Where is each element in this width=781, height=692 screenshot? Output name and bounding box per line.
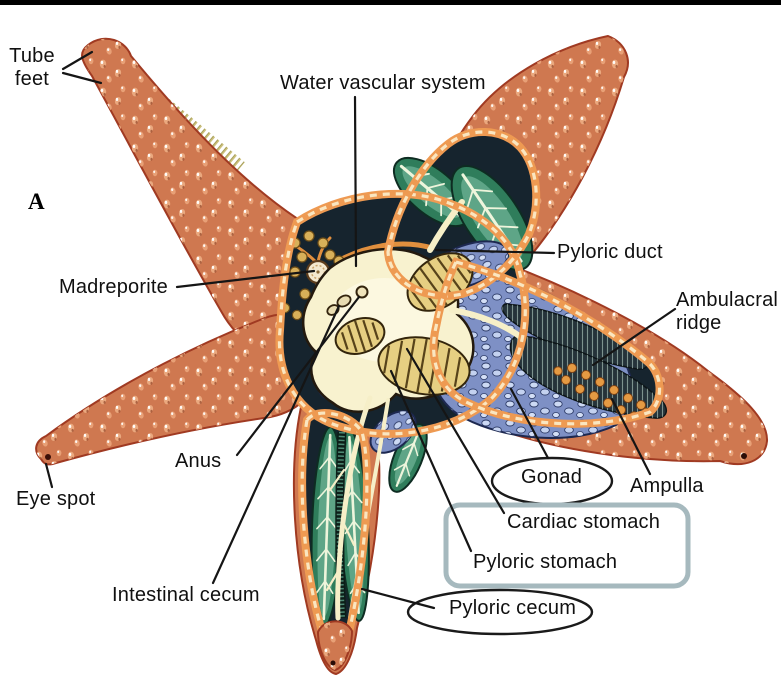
- label-eye-spot: Eye spot: [16, 488, 96, 510]
- label-water-vascular-system: Water vascular system: [280, 72, 486, 94]
- label-madreporite: Madreporite: [59, 276, 168, 298]
- label-gonad: Gonad: [521, 466, 583, 488]
- label-pyloric-stomach: Pyloric stomach: [473, 551, 618, 573]
- annotation-shapes: [406, 456, 691, 636]
- eye-spot-dot: [45, 454, 51, 460]
- label-anus: Anus: [175, 450, 222, 472]
- stomach-lobe-left: [334, 317, 386, 355]
- pyloric-cecum-highlight-ellipse: [406, 588, 594, 636]
- label-pyloric-cecum: Pyloric cecum: [449, 597, 577, 619]
- label-ampulla: Ampulla: [630, 475, 704, 497]
- leader-pyloric-stomach: [389, 369, 473, 553]
- label-ambulacral-ridge: Ambulacral ridge: [676, 289, 779, 334]
- pyloric-ceca-fragment: [388, 423, 428, 493]
- leader-pyloric-cecum: [360, 587, 436, 610]
- leader-tube-feet-1: [61, 50, 94, 71]
- arm-lower-left: [35, 313, 324, 466]
- leader-water-vascular: [353, 95, 358, 268]
- leader-anus: [235, 295, 361, 457]
- label-tube-feet: Tube feet: [9, 45, 55, 90]
- panel-letter: A: [28, 189, 45, 214]
- leader-ampulla: [610, 397, 652, 476]
- leader-madreporite: [175, 269, 316, 289]
- leader-pyloric-duct: [434, 248, 556, 255]
- stomach-highlight-box: [443, 502, 691, 589]
- leader-eye-spot: [44, 462, 54, 489]
- leader-intestinal-cecum: [211, 304, 341, 585]
- leader-lines: [44, 50, 677, 610]
- top-border-bar: [0, 0, 781, 5]
- leader-gonad: [509, 387, 550, 460]
- label-intestinal-cecum: Intestinal cecum: [112, 584, 260, 606]
- arm-bottom-tip: [317, 620, 353, 671]
- label-cardiac-stomach: Cardiac stomach: [507, 511, 661, 533]
- right-arm-eye-dot: [741, 453, 747, 459]
- anus-shape: [355, 285, 369, 299]
- leader-ambulacral-ridge: [591, 307, 677, 367]
- leader-cardiac-stomach: [405, 347, 506, 515]
- label-pyloric-duct: Pyloric duct: [557, 241, 663, 263]
- leader-tube-feet-2: [61, 71, 103, 85]
